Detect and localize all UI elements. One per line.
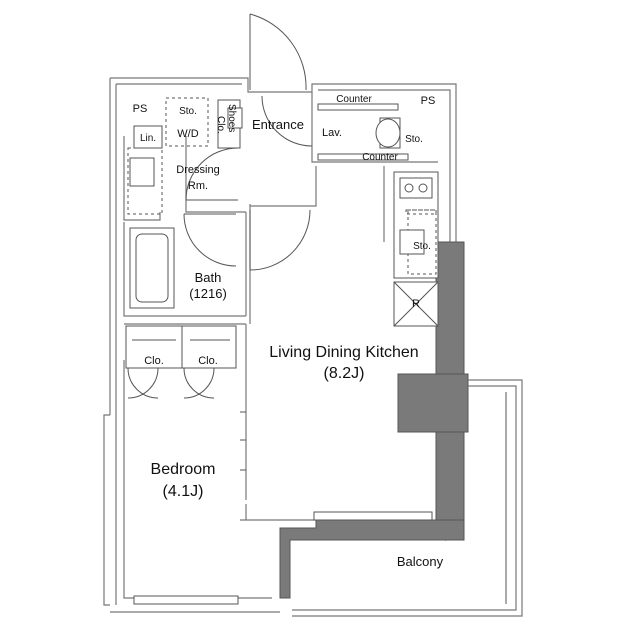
structural-walls [279,241,469,599]
ps-left-label: PS [133,103,148,115]
bath-size-label: (1216) [189,286,227,301]
counter-bottom-label: Counter [362,152,398,163]
sto-lav-label: Sto. [405,134,423,145]
shoes-clo-label: Clo. [215,116,226,134]
door-swings [127,13,313,399]
fixtures [125,97,439,369]
sto-kitchen-label: Sto. [413,241,431,252]
stove [399,177,433,199]
entrance-label: Entrance [252,117,304,132]
closet-right-label: Clo. [198,355,218,367]
toilet-bowl [375,118,401,148]
ldk-size-label: (8.2J) [324,365,365,382]
balcony-label: Balcony [397,554,444,569]
ps-right-label: PS [421,95,436,107]
bedroom-closet [125,325,237,369]
washbasin [127,147,163,215]
shoes-label: Shoes [226,104,237,132]
bath-label: Bath [195,270,222,285]
refrigerator-label: R [412,298,420,310]
counter-top-label: Counter [336,94,372,105]
closet-left-label: Clo. [144,355,164,367]
sto-top-label: Sto. [179,106,197,117]
bedroom-name-label: Bedroom [151,461,216,478]
linen-cabinet [133,125,163,149]
lav-label: Lav. [322,127,342,139]
ldk-name-label: Living Dining Kitchen [269,344,418,361]
dressing-label: Dressing [176,164,219,176]
dressing-room-label: Rm. [188,180,208,192]
linen-label: Lin. [140,133,156,144]
washer-dryer-space [165,97,209,147]
room-labels: Living Dining Kitchen (8.2J) Bedroom (4.… [133,94,444,569]
balcony-railing [292,379,523,617]
windows [133,411,433,605]
wd-label: W/D [177,128,198,140]
bedroom-size-label: (4.1J) [163,483,204,500]
